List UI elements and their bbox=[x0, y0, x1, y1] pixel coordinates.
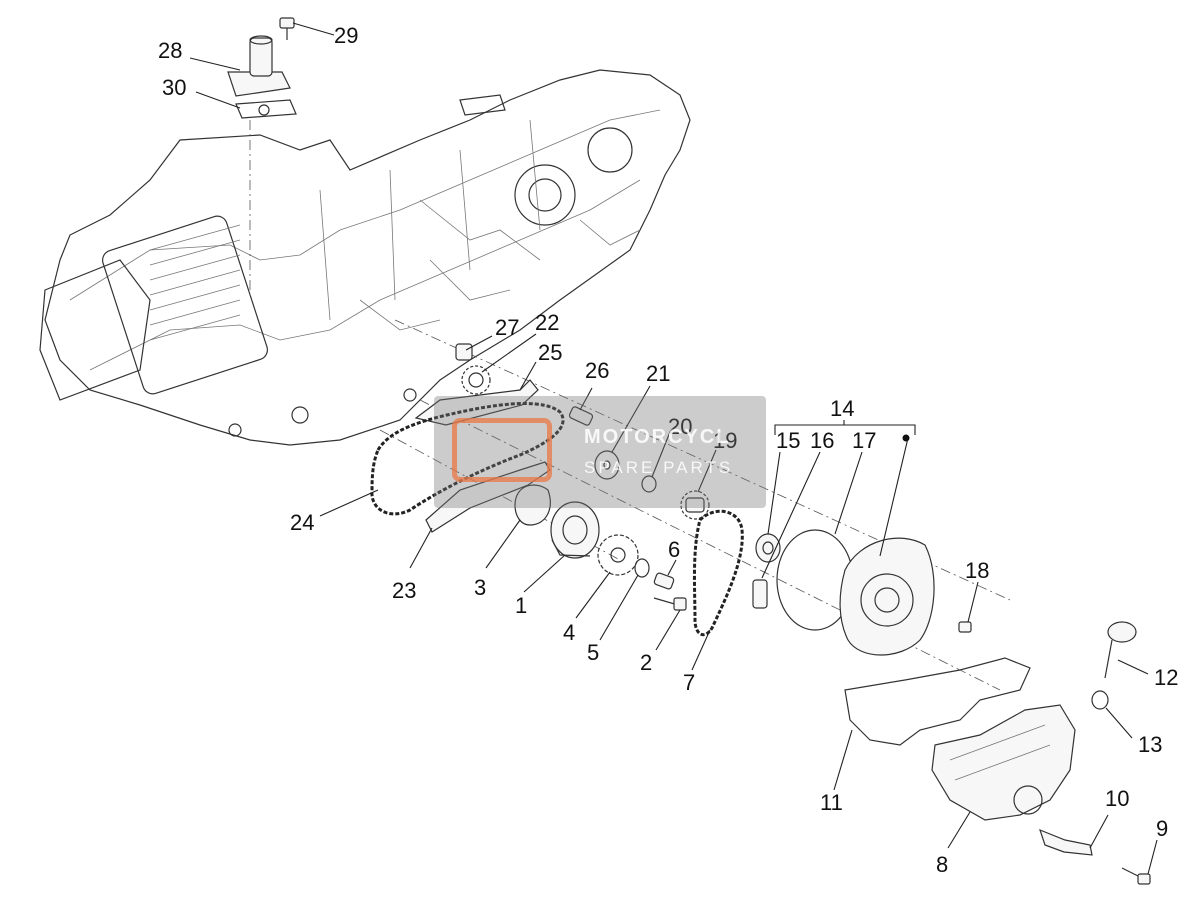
callout-9: 9 bbox=[1156, 816, 1168, 841]
callout-22: 22 bbox=[535, 310, 559, 335]
part-16-pin bbox=[752, 579, 768, 609]
part-13-o-ring bbox=[1091, 690, 1109, 710]
part-27-bushing bbox=[455, 343, 473, 361]
part-29-screw bbox=[279, 17, 295, 40]
callout-10: 10 bbox=[1105, 786, 1129, 811]
part-6-screw bbox=[653, 572, 675, 590]
callout-1: 1 bbox=[515, 593, 527, 618]
part-12-dipstick bbox=[1104, 621, 1137, 679]
callout-29: 29 bbox=[334, 23, 358, 48]
part-22-sprocket bbox=[461, 365, 491, 395]
callout-4: 4 bbox=[563, 620, 575, 645]
part-18-screw bbox=[958, 621, 972, 633]
watermark-subtitle: SPARE PARTS bbox=[584, 458, 734, 477]
part-20-circlip bbox=[641, 475, 657, 493]
part-21-washer bbox=[594, 450, 620, 480]
callout-30: 30 bbox=[162, 75, 186, 100]
callout-16: 16 bbox=[810, 428, 834, 453]
part-4-sprocket bbox=[597, 534, 639, 576]
callout-14: 14 bbox=[830, 396, 854, 421]
callout-18: 18 bbox=[965, 558, 989, 583]
watermark-title: MOTORCYCL bbox=[584, 426, 731, 448]
part-3-plate bbox=[514, 484, 551, 526]
watermark: MOTORCYCL SPARE PARTS bbox=[434, 396, 766, 508]
leader-lines bbox=[189, 22, 1158, 875]
part-1-oil-pump bbox=[550, 501, 600, 559]
callout-6: 6 bbox=[668, 537, 680, 562]
callout-19: 19 bbox=[713, 428, 737, 453]
callout-11: 11 bbox=[820, 790, 843, 815]
callout-labels: 28 29 30 27 22 25 26 21 20 19 24 23 3 1 … bbox=[158, 23, 1178, 877]
part-30-gasket bbox=[235, 99, 297, 119]
part-28-chain-tensioner bbox=[227, 35, 291, 97]
part-19-sprocket bbox=[680, 490, 710, 520]
callout-26: 26 bbox=[585, 358, 609, 383]
part-26-screw bbox=[568, 406, 594, 426]
callout-12: 12 bbox=[1154, 665, 1178, 690]
part-8-cover bbox=[931, 704, 1076, 821]
callout-17: 17 bbox=[852, 428, 876, 453]
callout-28: 28 bbox=[158, 38, 182, 63]
callout-5: 5 bbox=[587, 640, 599, 665]
callout-23: 23 bbox=[392, 578, 416, 603]
part-9-screw bbox=[1121, 867, 1151, 885]
callout-20: 20 bbox=[668, 414, 692, 439]
callout-13: 13 bbox=[1138, 732, 1162, 757]
callout-15: 15 bbox=[776, 428, 800, 453]
callout-2: 2 bbox=[640, 650, 652, 675]
callout-8: 8 bbox=[936, 852, 948, 877]
callout-7: 7 bbox=[683, 670, 695, 695]
part-2-screw bbox=[653, 597, 687, 611]
watermark-logo-icon bbox=[452, 418, 552, 482]
part-cover bbox=[839, 537, 935, 656]
part-10-bracket bbox=[1039, 828, 1093, 856]
callout-24: 24 bbox=[290, 510, 314, 535]
part-11-gasket bbox=[844, 657, 1031, 746]
callout-27: 27 bbox=[495, 315, 519, 340]
callout-3: 3 bbox=[474, 575, 486, 600]
part-5-washer bbox=[634, 558, 650, 578]
callout-25: 25 bbox=[538, 340, 562, 365]
engine-crankcase bbox=[39, 69, 691, 446]
part-24-timing-chain bbox=[370, 402, 565, 516]
callout-21: 21 bbox=[646, 361, 670, 386]
part-7-drive-chain bbox=[692, 509, 744, 637]
